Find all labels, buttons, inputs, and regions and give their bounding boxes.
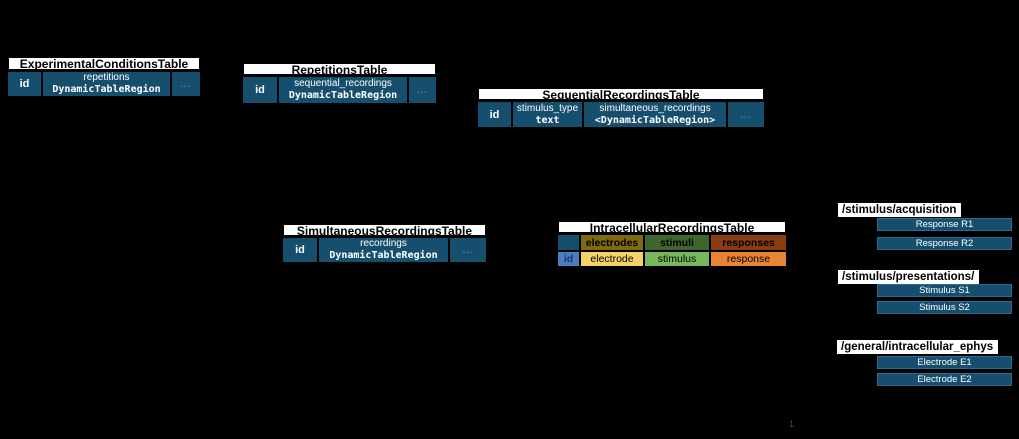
group-label-stimulus-presentations: /stimulus/presentations/ xyxy=(838,270,980,284)
column-repetitions: repetitions DynamicTableRegion xyxy=(42,71,171,97)
column-electrode: electrode xyxy=(580,251,644,267)
column-id: id xyxy=(282,237,318,263)
column-ellipsis: ... xyxy=(408,76,437,104)
table-simultaneous-recordings: SimultaneousRecordingsTable id recording… xyxy=(282,223,487,263)
column-id: id xyxy=(7,71,42,97)
box-response-r2: Response R2 xyxy=(877,237,1012,250)
box-electrode-e2: Electrode E2 xyxy=(877,373,1012,386)
table-repetitions: RepetitionsTable id sequential_recording… xyxy=(242,62,437,104)
table-title: SequentialRecordingsTable xyxy=(477,87,765,102)
column-ellipsis: ... xyxy=(727,101,765,128)
column-simultaneous-recordings: simultaneous_recordings <DynamicTableReg… xyxy=(583,101,727,128)
column-id: id xyxy=(477,101,512,128)
group-label-general-intracellular-ephys: /general/intracellular_ephys xyxy=(837,340,999,354)
column-ellipsis: ... xyxy=(449,237,487,263)
column-id: id xyxy=(242,76,278,104)
column-sequential-recordings: sequential_recordings DynamicTableRegion xyxy=(278,76,408,104)
column-row: id electrode stimulus response xyxy=(557,251,787,267)
table-row: id sequential_recordings DynamicTableReg… xyxy=(242,76,437,104)
table-intracellular-recordings: IntracellularRecordingsTable electrodes … xyxy=(557,220,787,267)
table-title: RepetitionsTable xyxy=(242,62,437,77)
column-stimulus-type: stimulus_type text xyxy=(512,101,583,128)
column-id: id xyxy=(557,251,580,267)
box-stimulus-s2: Stimulus S2 xyxy=(877,301,1012,314)
table-row: id repetitions DynamicTableRegion ... xyxy=(7,71,201,97)
table-title: IntracellularRecordingsTable xyxy=(557,220,787,235)
box-response-r1: Response R1 xyxy=(877,218,1012,231)
column-stimulus: stimulus xyxy=(644,251,710,267)
category-row: electrodes stimuli responses xyxy=(557,234,787,251)
category-blank xyxy=(557,234,580,251)
page-number: 1 xyxy=(789,419,795,429)
category-responses: responses xyxy=(710,234,787,251)
group-label-stimulus-acquisition: /stimulus/acquisition xyxy=(838,203,962,217)
table-row: id recordings DynamicTableRegion ... xyxy=(282,237,487,263)
box-electrode-e1: Electrode E1 xyxy=(877,356,1012,369)
table-experimental-conditions: ExperimentalConditionsTable id repetitio… xyxy=(7,56,201,97)
box-stimulus-s1: Stimulus S1 xyxy=(877,284,1012,297)
table-title: ExperimentalConditionsTable xyxy=(7,56,201,71)
column-ellipsis: ... xyxy=(171,71,201,97)
table-sequential-recordings: SequentialRecordingsTable id stimulus_ty… xyxy=(477,87,765,128)
category-electrodes: electrodes xyxy=(580,234,644,251)
table-title: SimultaneousRecordingsTable xyxy=(282,223,487,238)
category-stimuli: stimuli xyxy=(644,234,710,251)
table-row: id stimulus_type text simultaneous_recor… xyxy=(477,101,765,128)
column-response: response xyxy=(710,251,787,267)
column-recordings: recordings DynamicTableRegion xyxy=(318,237,449,263)
